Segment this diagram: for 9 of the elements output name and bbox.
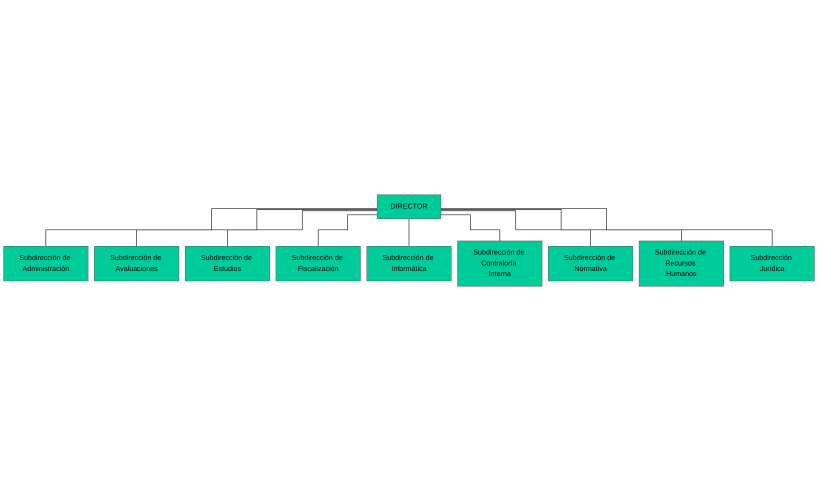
connector (136, 209, 378, 247)
connector (440, 214, 500, 242)
connector (440, 210, 591, 247)
connector (318, 214, 378, 247)
connector (227, 210, 378, 247)
connector (408, 218, 410, 247)
connector (440, 209, 682, 242)
connector (46, 208, 378, 247)
connector (440, 208, 772, 247)
